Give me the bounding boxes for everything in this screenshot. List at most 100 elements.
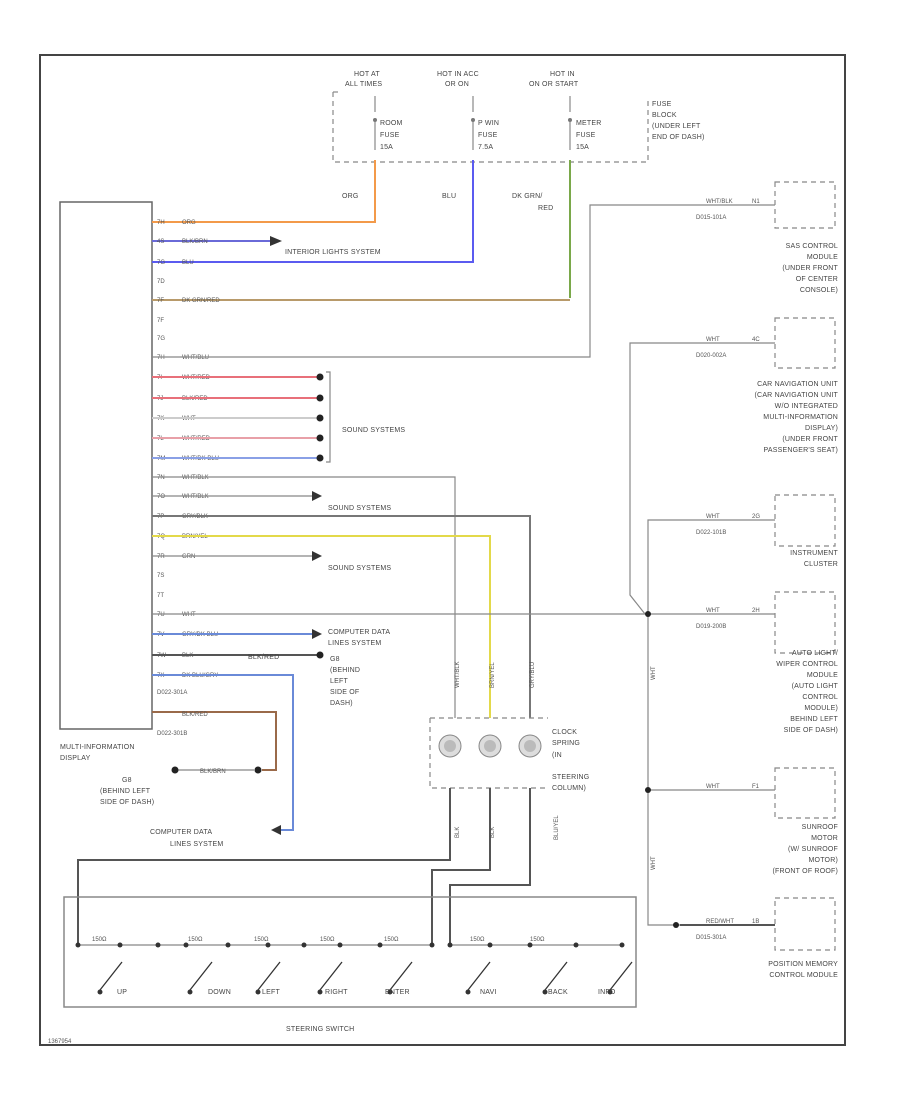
switch-contact bbox=[257, 961, 281, 991]
sound-systems-label-2: SOUND SYSTEMS bbox=[328, 505, 391, 512]
pin-wire-color: BLK/BRN bbox=[182, 239, 208, 245]
fuse-2-amp: 7.5A bbox=[478, 144, 493, 151]
computer-data2-1: COMPUTER DATA bbox=[150, 829, 212, 836]
multi-info-label-2: DISPLAY bbox=[60, 755, 91, 762]
pin-label: 7H bbox=[157, 355, 165, 361]
module-pin: 2G bbox=[752, 514, 760, 520]
module-name-line: SAS CONTROL bbox=[786, 243, 838, 250]
module-pin: 2H bbox=[752, 608, 760, 614]
gnd-right-2: (BEHIND bbox=[330, 667, 360, 674]
sound-systems-label-3: SOUND SYSTEMS bbox=[328, 565, 391, 572]
module-name-line: (AUTO LIGHT bbox=[792, 683, 839, 690]
switch-node bbox=[527, 942, 533, 948]
multi-info-label-1: MULTI-INFORMATION bbox=[60, 744, 135, 751]
module-name-line: (CAR NAVIGATION UNIT bbox=[755, 392, 839, 399]
module-connector-code: D019-200B bbox=[696, 624, 726, 630]
switch-contact bbox=[99, 961, 123, 991]
clock-spring-2: SPRING bbox=[552, 740, 580, 747]
module-pin: N1 bbox=[752, 199, 760, 205]
switch-node bbox=[447, 942, 453, 948]
pin-wire-color: WHT bbox=[182, 612, 196, 618]
vert-wire-bot-3: BLU/YEL bbox=[554, 815, 560, 840]
pin-label: 7H bbox=[157, 220, 165, 226]
switch-pivot bbox=[387, 989, 393, 995]
conn-code-a: D022-301A bbox=[157, 690, 187, 696]
shared-vert-wht-2: WHT bbox=[651, 856, 657, 870]
clock-spring-5: COLUMN) bbox=[552, 785, 586, 792]
switch-node bbox=[301, 942, 307, 948]
switch-node bbox=[225, 942, 231, 948]
fuse-power-2b: OR ON bbox=[445, 81, 469, 88]
module-connector bbox=[774, 181, 836, 229]
module-connector bbox=[774, 494, 836, 547]
fuse-1-name: ROOM bbox=[380, 120, 403, 127]
steering-switch-label: STEERING SWITCH bbox=[286, 1026, 354, 1033]
computer-data2-2: LINES SYSTEM bbox=[170, 841, 223, 848]
switch-label: UP bbox=[117, 989, 127, 996]
resistor-label: 150Ω bbox=[530, 937, 545, 943]
switch-contact bbox=[544, 961, 568, 991]
blk-red-label: BLK/RED bbox=[248, 654, 279, 661]
module-connector bbox=[774, 897, 836, 951]
clock-spring-3: (IN bbox=[552, 752, 562, 759]
fuse-block-label-2: BLOCK bbox=[652, 112, 677, 119]
switch-label: DOWN bbox=[208, 989, 231, 996]
vert-wire-2: BRN/YEL bbox=[490, 662, 496, 688]
fuse-block-label-3: (UNDER LEFT bbox=[652, 123, 701, 130]
switch-label: ENTER bbox=[385, 989, 410, 996]
module-wire-color: WHT/BLK bbox=[706, 199, 733, 205]
resistor-label: 150Ω bbox=[320, 937, 335, 943]
vert-wire-1: WHT/BLK bbox=[455, 661, 461, 688]
fuse-power-2a: HOT IN ACC bbox=[437, 71, 479, 78]
switch-label: INFO bbox=[598, 989, 616, 996]
pin-label: 7G bbox=[157, 260, 165, 266]
fuse-3-amp: 15A bbox=[576, 144, 589, 151]
module-name-line: MODULE bbox=[807, 672, 838, 679]
switch-contact bbox=[609, 961, 633, 991]
pin-wire-color: WHT/BLU bbox=[182, 355, 209, 361]
module-name-line: CAR NAVIGATION UNIT bbox=[757, 381, 838, 388]
module-name-line: MOTOR bbox=[811, 835, 838, 842]
module-name-line: CLUSTER bbox=[804, 561, 838, 568]
pin-label: 7O bbox=[157, 494, 165, 500]
module-wire-color: WHT bbox=[706, 784, 720, 790]
gnd-left-2: (BEHIND LEFT bbox=[100, 788, 151, 795]
switch-node bbox=[75, 942, 81, 948]
resistor-label: 150Ω bbox=[384, 937, 399, 943]
module-name-line: OF CENTER bbox=[796, 276, 838, 283]
gnd-right-4: SIDE OF bbox=[330, 689, 359, 696]
pin-wire-color: WHT/BLK bbox=[182, 494, 209, 500]
switch-node bbox=[619, 942, 625, 948]
pin-wire-color: WHT/BLK bbox=[182, 475, 209, 481]
vert-wire-3: GRY/BLU bbox=[530, 662, 536, 688]
switch-contact bbox=[189, 961, 213, 991]
clock-spring: CLOCK SPRING (IN STEERING COLUMN) bbox=[429, 717, 589, 792]
clock-spring-1: CLOCK bbox=[552, 729, 577, 736]
module-name-line: (FRONT OF ROOF) bbox=[773, 868, 838, 875]
shared-vert-wht-1: WHT bbox=[651, 666, 657, 680]
fuse-power-1b: ALL TIMES bbox=[345, 81, 382, 88]
switch-node bbox=[265, 942, 271, 948]
fuse-1-amp: 15A bbox=[380, 144, 393, 151]
module-pin: 1B bbox=[752, 919, 759, 925]
module-connector-code: D020-002A bbox=[696, 353, 726, 359]
fuse-power-3a: HOT IN bbox=[550, 71, 575, 78]
vert-wire-bot-1: BLK bbox=[455, 827, 461, 838]
module-pin: 4C bbox=[752, 337, 760, 343]
module-name-line: DISPLAY) bbox=[805, 425, 838, 432]
pin-label: 7T bbox=[157, 593, 164, 599]
module-name-line: INSTRUMENT bbox=[790, 550, 838, 557]
module-name-line: CONSOLE) bbox=[800, 287, 838, 294]
switch-contact bbox=[467, 961, 491, 991]
module-name-line: BEHIND LEFT bbox=[790, 716, 838, 723]
switch-label: NAVI bbox=[480, 989, 497, 996]
module-connector bbox=[774, 767, 836, 819]
switch-label: RIGHT bbox=[325, 989, 348, 996]
fuse-block: HOT AT ALL TIMES HOT IN ACC OR ON HOT IN… bbox=[332, 71, 705, 163]
module-connector bbox=[774, 317, 836, 369]
fuse-block-label-4: END OF DASH) bbox=[652, 134, 705, 141]
pin-label: 7D bbox=[157, 279, 165, 285]
pin-label: 7S bbox=[157, 573, 164, 579]
